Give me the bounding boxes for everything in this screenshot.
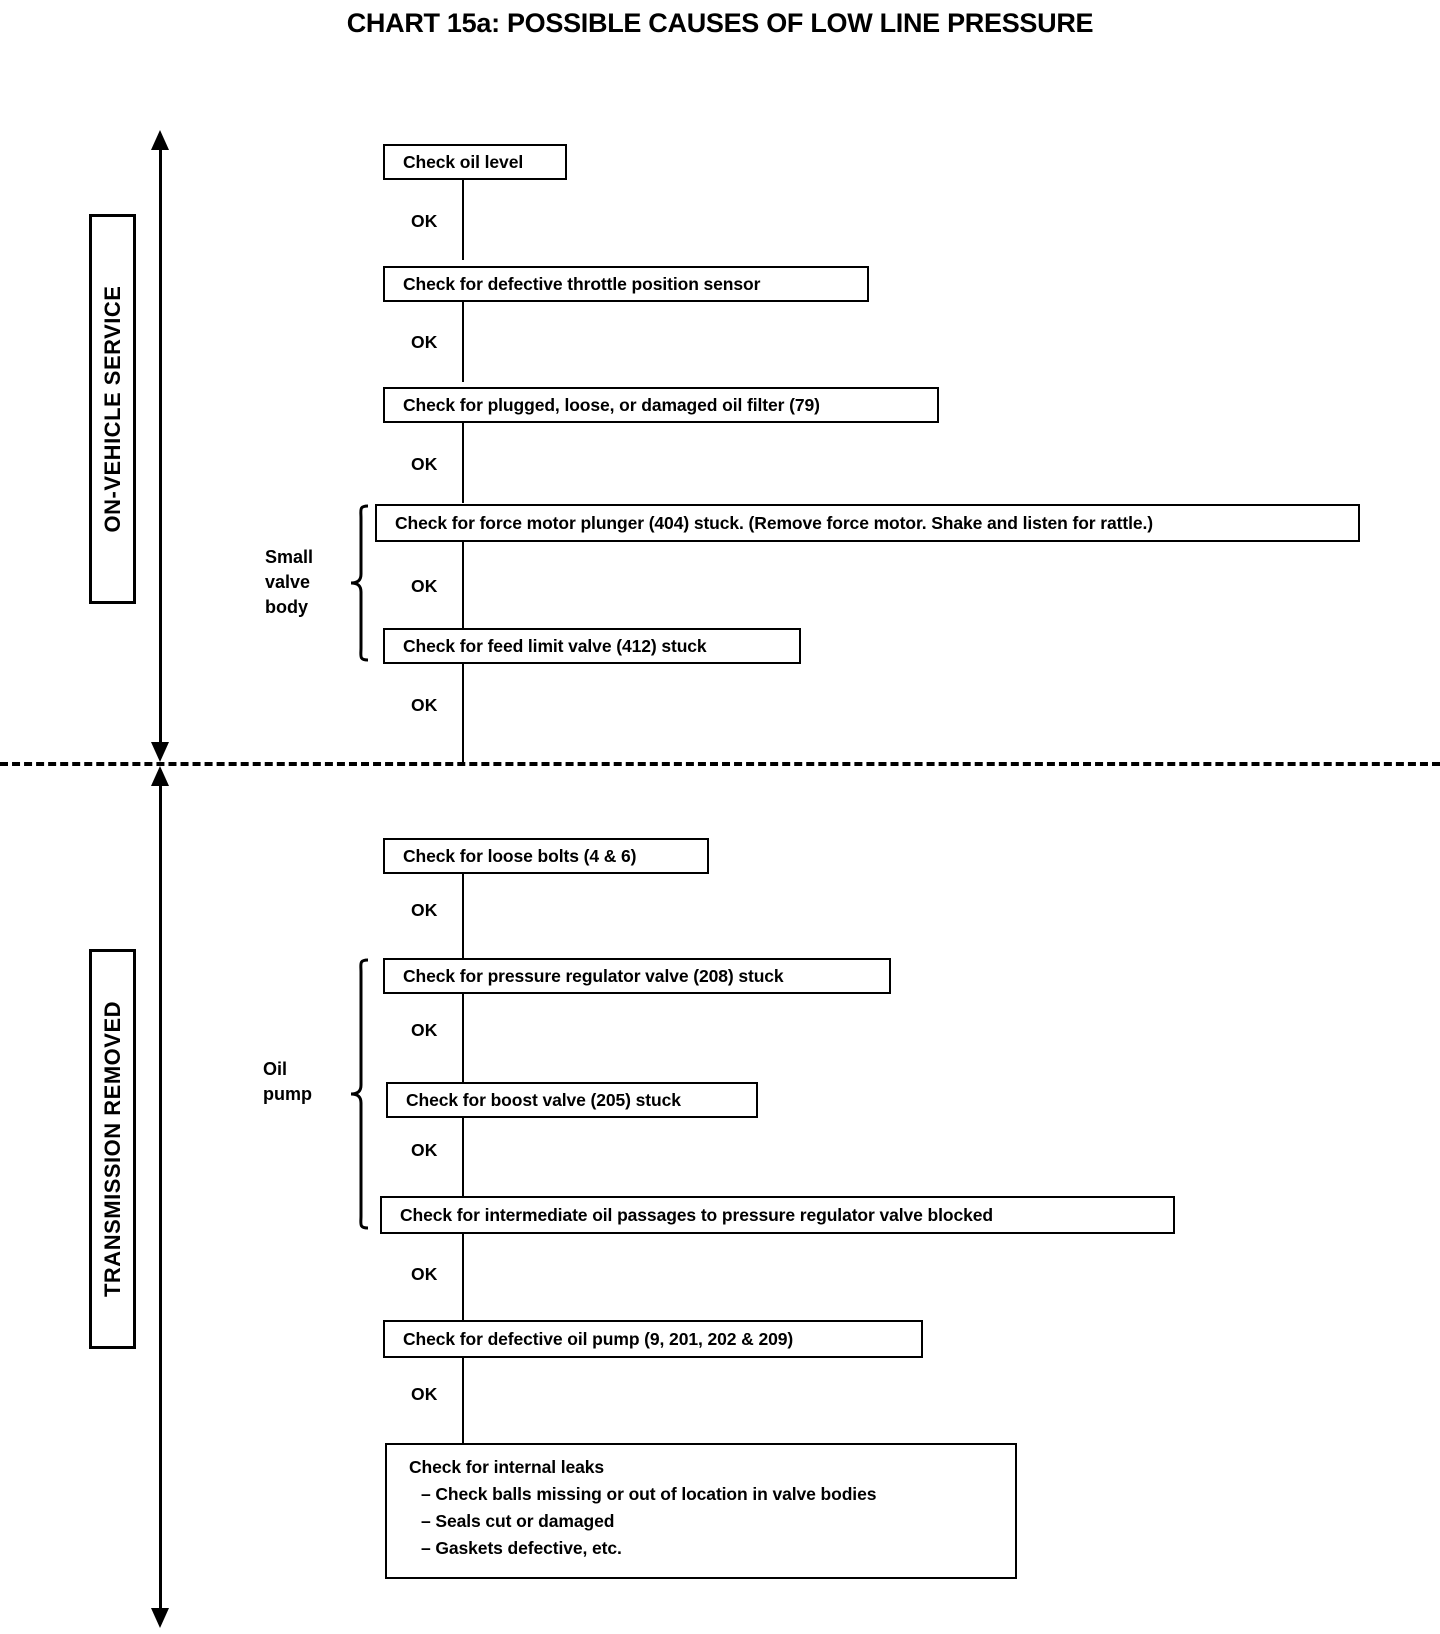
arrow-head-down-icon: [151, 742, 169, 762]
ok-label-3: OK: [411, 454, 438, 474]
group-label-line-1: Small: [265, 547, 314, 567]
transmission-removed-span-arrow: [150, 766, 170, 1628]
connector-1: [462, 180, 464, 260]
step-box-throttle-position-sensor[interactable]: Check for defective throttle position se…: [383, 266, 869, 302]
brace-small-valve-body: [348, 504, 370, 662]
step-box-check-oil-level[interactable]: Check oil level: [383, 144, 567, 180]
connector-6: [462, 874, 464, 962]
step-box-force-motor-plunger[interactable]: Check for force motor plunger (404) stuc…: [375, 504, 1360, 542]
arrow-shaft: [158, 780, 162, 1614]
group-label-oil-pump: Oil pump: [263, 1057, 312, 1107]
section-label-transmission-removed: TRANSMISSION REMOVED: [89, 949, 136, 1349]
ok-label-10: OK: [411, 1384, 438, 1404]
arrow-shaft: [158, 144, 162, 748]
ok-label-4: OK: [411, 576, 438, 596]
step-box-feed-limit-valve[interactable]: Check for feed limit valve (412) stuck: [383, 628, 801, 664]
section-label-text: ON-VEHICLE SERVICE: [99, 285, 125, 533]
ok-label-7: OK: [411, 1020, 438, 1040]
group-label-small-valve-body: Small valve body: [265, 545, 313, 620]
internal-leaks-line-2: – Check balls missing or out of location…: [421, 1484, 877, 1504]
connector-9: [462, 1234, 464, 1328]
connector-2: [462, 302, 464, 382]
connector-10: [462, 1358, 464, 1448]
step-box-internal-leaks[interactable]: Check for internal leaks – Check balls m…: [385, 1443, 1017, 1579]
page-title: CHART 15a: POSSIBLE CAUSES OF LOW LINE P…: [346, 8, 1094, 38]
internal-leaks-line-4: – Gaskets defective, etc.: [421, 1538, 622, 1558]
group-label-line-1: Oil: [263, 1059, 288, 1079]
arrow-head-up-icon: [151, 130, 169, 150]
brace-oil-pump: [348, 958, 370, 1230]
ok-label-1: OK: [411, 211, 438, 231]
step-box-defective-oil-pump[interactable]: Check for defective oil pump (9, 201, 20…: [383, 1320, 923, 1358]
ok-label-2: OK: [411, 332, 438, 352]
ok-label-9: OK: [411, 1264, 438, 1284]
group-label-line-3: body: [265, 597, 308, 617]
step-box-intermediate-oil-passages[interactable]: Check for intermediate oil passages to p…: [380, 1196, 1175, 1234]
ok-label-6: OK: [411, 900, 438, 920]
ok-label-8: OK: [411, 1140, 438, 1160]
step-box-pressure-regulator-valve[interactable]: Check for pressure regulator valve (208)…: [383, 958, 891, 994]
internal-leaks-line-1: Check for internal leaks: [409, 1457, 605, 1477]
section-divider: [0, 762, 1440, 766]
connector-3: [462, 423, 464, 503]
section-label-on-vehicle-service: ON-VEHICLE SERVICE: [89, 214, 136, 604]
group-label-line-2: pump: [263, 1084, 312, 1104]
step-box-boost-valve[interactable]: Check for boost valve (205) stuck: [386, 1082, 758, 1118]
connector-8: [462, 1118, 464, 1245]
ok-label-5: OK: [411, 695, 438, 715]
internal-leaks-line-3: – Seals cut or damaged: [421, 1511, 615, 1531]
step-box-oil-filter[interactable]: Check for plugged, loose, or damaged oil…: [383, 387, 939, 423]
arrow-head-down-icon: [151, 1608, 169, 1628]
on-vehicle-service-span-arrow: [150, 130, 170, 762]
connector-4: [462, 542, 464, 628]
group-label-line-2: valve: [265, 572, 311, 592]
arrow-head-up-icon: [151, 766, 169, 786]
connector-7: [462, 994, 464, 1082]
connector-5: [462, 664, 464, 762]
step-box-loose-bolts[interactable]: Check for loose bolts (4 & 6): [383, 838, 709, 874]
section-label-text: TRANSMISSION REMOVED: [99, 1000, 125, 1298]
